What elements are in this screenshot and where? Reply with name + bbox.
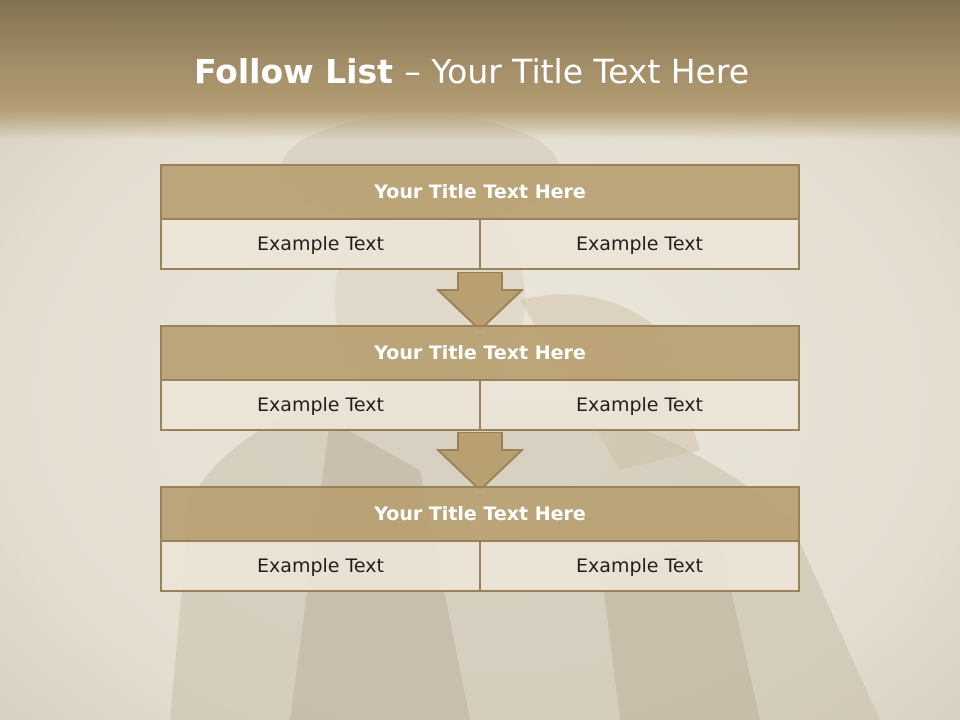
block-row: Example Text Example Text	[160, 381, 800, 431]
down-arrow-icon	[436, 272, 524, 332]
block-row: Example Text Example Text	[160, 542, 800, 592]
down-arrow-icon	[436, 432, 524, 492]
title-bold: Follow List	[193, 52, 405, 91]
list-block-1: Your Title Text Here Example Text Exampl…	[160, 164, 800, 270]
block-cell-right: Example Text	[479, 381, 798, 429]
slide-title: Follow List – Your Title Text Here	[0, 52, 943, 91]
block-cell-left: Example Text	[257, 394, 384, 416]
block-cell-left: Example Text	[257, 555, 384, 577]
list-block-2: Your Title Text Here Example Text Exampl…	[160, 325, 800, 431]
title-rest: – Your Title Text Here	[404, 52, 750, 91]
block-title: Your Title Text Here	[160, 486, 800, 542]
block-row: Example Text Example Text	[160, 220, 800, 270]
block-title: Your Title Text Here	[160, 164, 800, 220]
block-cell-right: Example Text	[479, 542, 798, 590]
header-band	[0, 0, 960, 140]
list-block-3: Your Title Text Here Example Text Exampl…	[160, 486, 800, 592]
block-cell-right: Example Text	[479, 220, 798, 268]
block-title: Your Title Text Here	[160, 325, 800, 381]
block-cell-left: Example Text	[257, 233, 384, 255]
